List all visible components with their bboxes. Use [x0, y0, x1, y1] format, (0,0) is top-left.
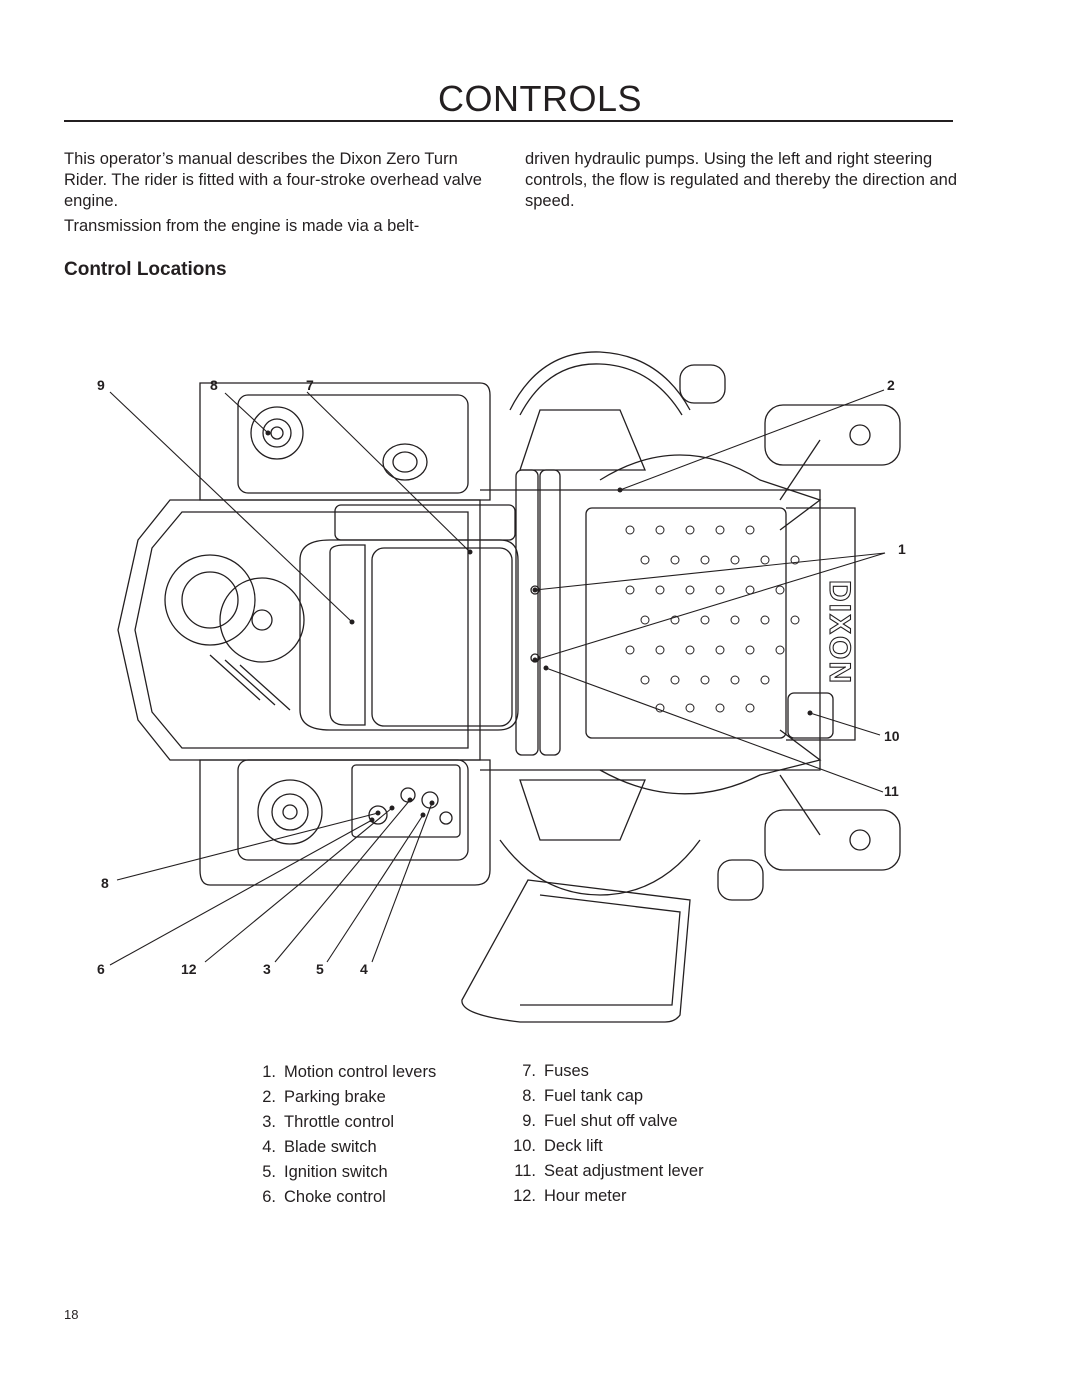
rear-wheel-bottom	[499, 839, 701, 896]
rear-wheel-top	[509, 351, 691, 411]
callout-label: 10	[884, 728, 900, 744]
legend-number: 5.	[262, 1163, 276, 1181]
callout-label: 9	[97, 377, 105, 393]
title-rule	[64, 120, 953, 122]
legend-number: 10.	[513, 1137, 536, 1155]
legend-item: 8. Fuel tank cap	[508, 1084, 704, 1109]
legend-label: Choke control	[284, 1188, 386, 1206]
engine-housing	[199, 382, 491, 501]
intro-paragraph-right: driven hydraulic pumps. Using the left a…	[525, 150, 958, 210]
legend-number: 9.	[522, 1112, 536, 1130]
legend-label: Seat adjustment lever	[544, 1162, 704, 1180]
legend-label: Parking brake	[284, 1088, 386, 1106]
rear-frame	[117, 499, 481, 761]
intro-paragraph-left: This operator’s manual describes the Dix…	[64, 150, 482, 210]
legend-number: 12.	[513, 1187, 536, 1205]
legend-number: 3.	[262, 1113, 276, 1131]
page-number: 18	[64, 1307, 79, 1322]
legend-left: 1.Motion control levers 2.Parking brake …	[248, 1060, 436, 1210]
legend-label: Fuses	[544, 1062, 589, 1080]
callout-label: 11	[884, 783, 899, 799]
legend-label: Fuel tank cap	[544, 1087, 644, 1105]
legend-item: 10. Deck lift	[508, 1134, 704, 1159]
legend-item: 1. Motion control levers	[248, 1060, 436, 1085]
callout-label: 1	[898, 541, 906, 557]
brand-mark: DIXON	[823, 580, 856, 685]
legend-label: Deck lift	[544, 1137, 603, 1155]
callout-label: 4	[360, 961, 368, 977]
front-caster-bottom	[764, 809, 901, 871]
floor-plate	[585, 507, 787, 739]
legend-number: 11.	[514, 1162, 536, 1180]
fuel-tank-left	[237, 394, 469, 494]
legend-number: 2.	[262, 1088, 276, 1106]
legend-right: 7. Fuses 8. Fuel tank cap 9. Fuel shut off …	[508, 1059, 704, 1209]
control-panel	[351, 764, 461, 838]
legend-number: 1.	[262, 1063, 276, 1081]
callout-label: 8	[210, 377, 218, 393]
legend-item: 9. Fuel shut off valve	[508, 1109, 704, 1134]
legend-item: 3. Throttle control	[248, 1110, 436, 1135]
callout-label: 3	[263, 961, 271, 977]
legend-item: 11. Seat adjustment lever	[508, 1159, 704, 1184]
legend-item: 5. Ignition switch	[248, 1160, 436, 1185]
legend-item: 4. Blade switch	[248, 1135, 436, 1160]
callout-label: 6	[97, 961, 105, 977]
main-frame	[480, 489, 821, 771]
legend-item: 12. Hour meter	[508, 1184, 704, 1209]
callout-label: 7	[306, 377, 314, 393]
legend-label: Throttle control	[284, 1113, 395, 1131]
legend-number: 7.	[522, 1062, 536, 1080]
page-title: CONTROLS	[437, 78, 643, 119]
callout-label: 5	[316, 961, 324, 977]
seat	[299, 539, 519, 731]
intro-paragraph-left-continued: Transmission from the engine is made via…	[64, 217, 420, 235]
fuel-cap-bottom	[257, 779, 323, 845]
legend-item: 6. Choke control	[248, 1185, 436, 1210]
legend-label: Hour meter	[544, 1187, 627, 1205]
legend-label: Blade switch	[284, 1138, 377, 1156]
section-heading: Control Locations	[64, 259, 227, 280]
legend-label: Ignition switch	[284, 1163, 388, 1181]
legend-item: 2. Parking brake	[248, 1085, 436, 1110]
callout-label: 12	[181, 961, 197, 977]
legend-number: 6.	[262, 1188, 276, 1206]
front-caster-top	[764, 404, 901, 466]
legend-number: 4.	[262, 1138, 276, 1156]
engine-pulley	[164, 554, 256, 646]
legend-label: Fuel shut off valve	[544, 1112, 678, 1130]
legend-number: 8.	[522, 1087, 536, 1105]
deck-lift	[787, 692, 834, 739]
legend-label: Motion control levers	[284, 1063, 437, 1081]
legend-item: 7. Fuses	[508, 1059, 704, 1084]
callout-label: 2	[887, 377, 895, 393]
discharge-chute	[461, 879, 691, 1023]
callout-label: 8	[101, 875, 109, 891]
fuel-cap-top	[250, 406, 304, 460]
